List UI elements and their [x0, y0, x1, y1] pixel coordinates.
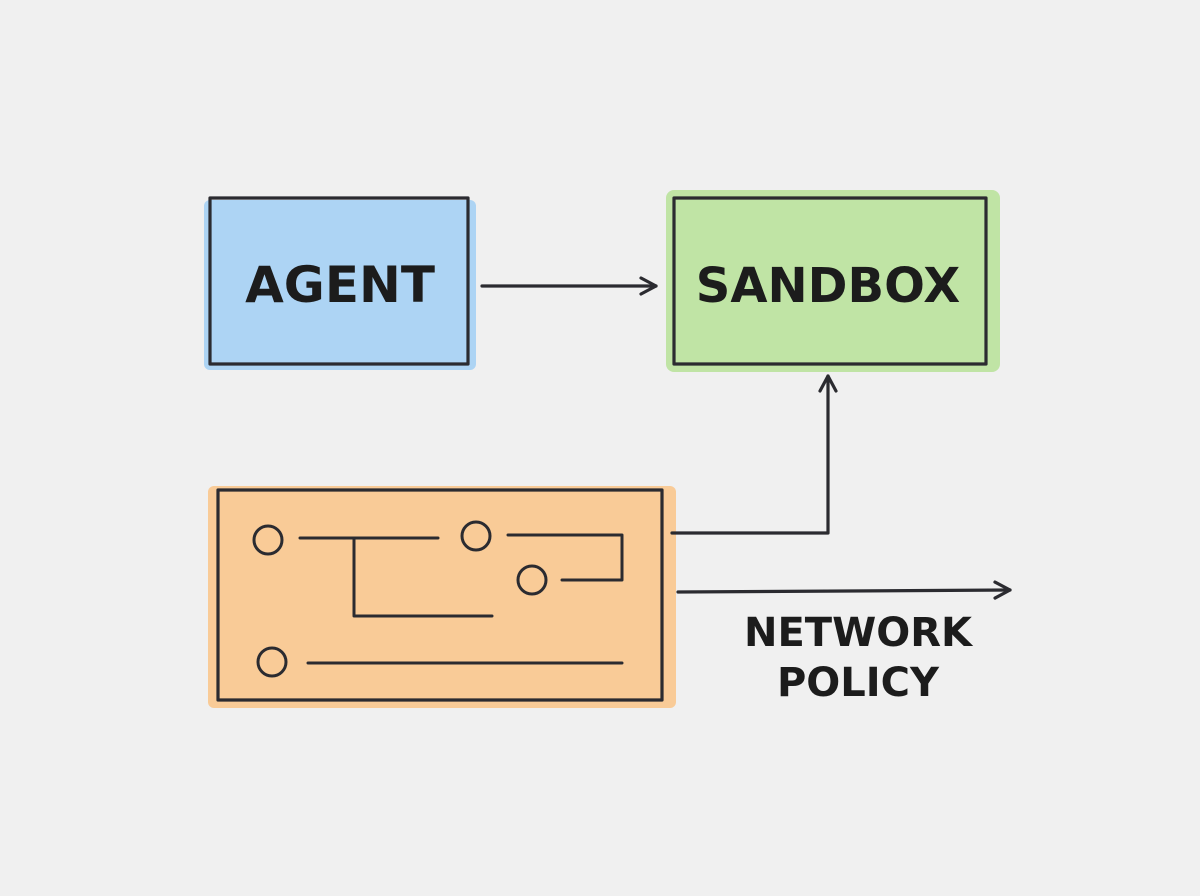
policy-board-fill	[208, 486, 676, 708]
network-policy-arrow	[676, 580, 1012, 600]
network-policy-label: NETWORK POLICY	[744, 610, 974, 706]
circuit-node	[460, 520, 492, 552]
agent-node-fill	[204, 200, 476, 370]
board-to-sandbox-arrow	[670, 374, 838, 535]
sandbox-node-fill	[666, 190, 1000, 372]
sandbox-node: SANDBOX	[666, 190, 1000, 372]
agent-node-label: AGENT	[245, 256, 435, 314]
agent-node: AGENT	[204, 196, 476, 370]
network-policy-label-line1: NETWORK	[744, 610, 974, 656]
circuit-node	[252, 524, 284, 556]
policy-board-node	[208, 486, 676, 708]
circuit-trace	[352, 536, 494, 618]
agent-node-border	[208, 196, 470, 366]
sandbox-node-border	[672, 196, 988, 366]
circuit-traces	[252, 520, 624, 678]
circuit-node	[516, 564, 548, 596]
policy-board-border	[216, 488, 664, 702]
circuit-trace	[506, 533, 624, 582]
circuit-node	[256, 646, 288, 678]
network-policy-label-line2: POLICY	[777, 660, 940, 706]
sandbox-node-label: SANDBOX	[696, 258, 960, 314]
